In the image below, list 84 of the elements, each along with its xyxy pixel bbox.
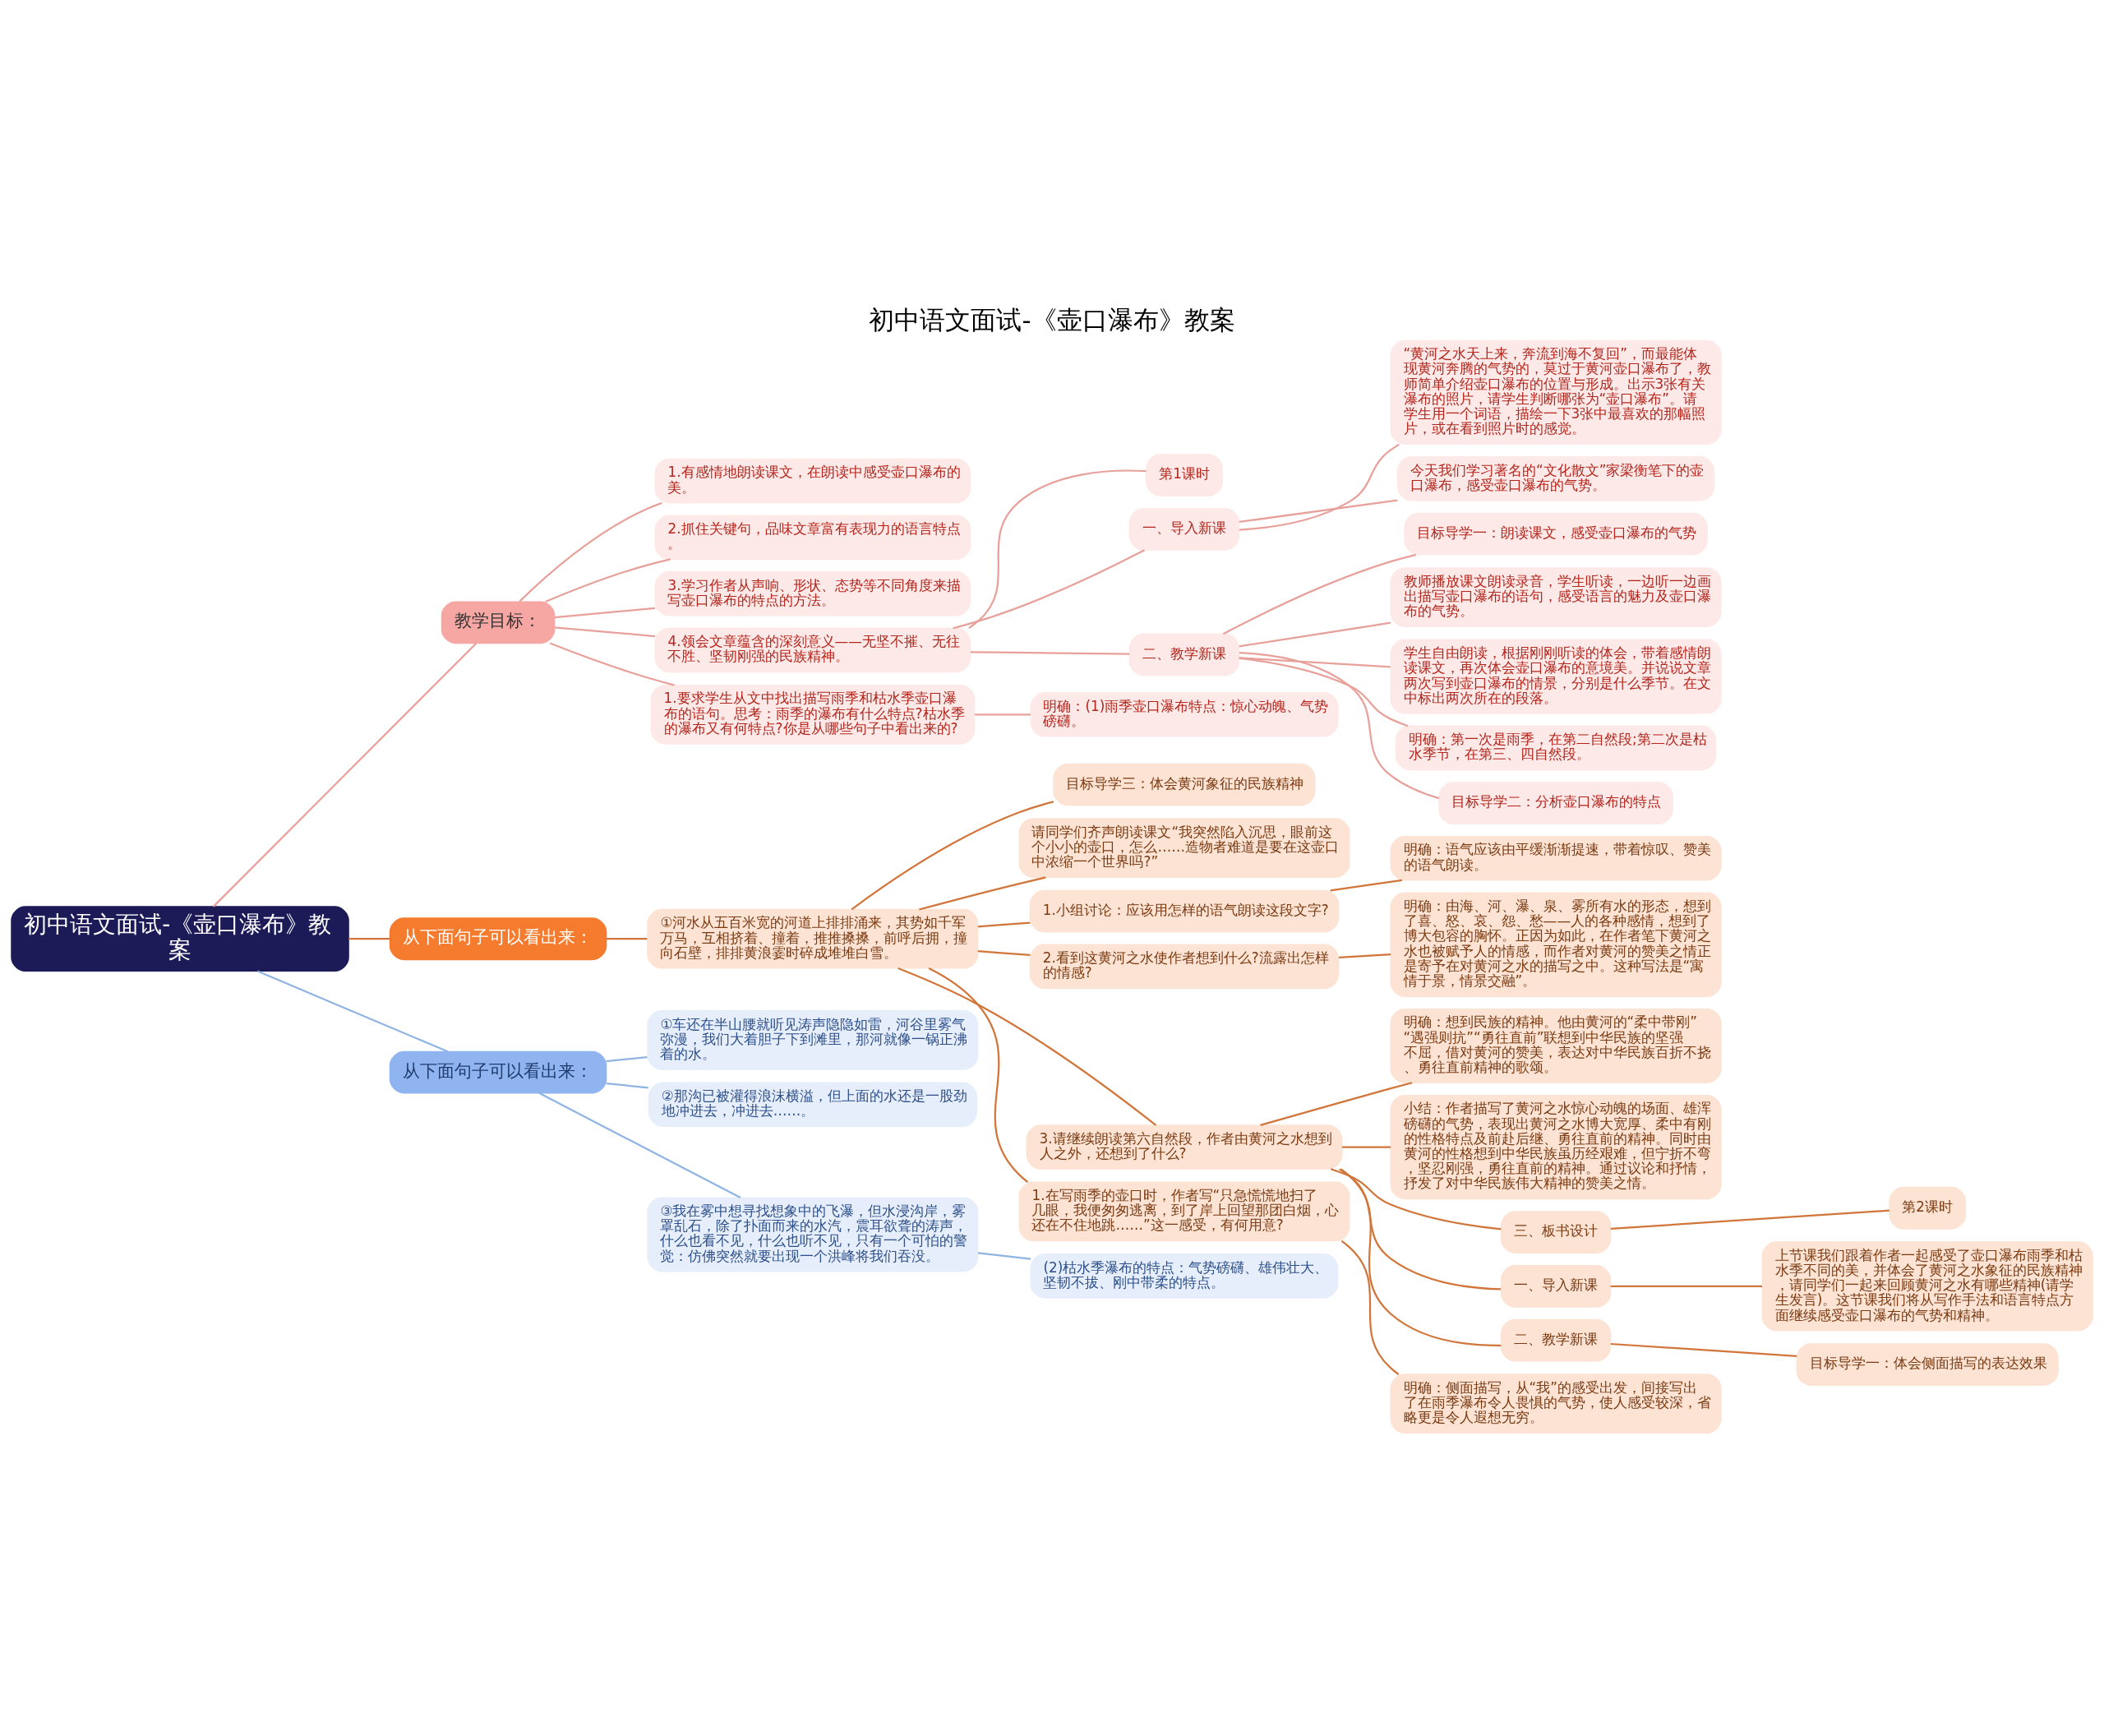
node-box: 4.领会文章蕴含的深刻意义——无坚不摧、无往不胜、坚韧刚强的民族精神。 [654, 627, 971, 672]
node-box: 请同学们齐声朗读课文“我突然陷入沉思，眼前这个小小的壶口，怎么……造物者难道是要在这壶口中浓缩一个世界吗?” [1018, 817, 1350, 878]
connector [257, 970, 449, 1052]
connector [1330, 879, 1403, 891]
connector [968, 469, 1147, 629]
connector [554, 607, 656, 618]
node-box: 1.要求学生从文中找出描写雨季和枯水季壶口瀑布的语句。思考：雨季的瀑布有什么特点?枯水季的瀑布又有何特点?你是从哪些句子中看出来的? [650, 684, 976, 745]
connector [554, 626, 656, 637]
connector [1338, 1167, 1502, 1290]
connector [1239, 651, 1440, 799]
connector [1239, 498, 1398, 523]
node-box: 明确：(1)雨季壶口瀑布特点：惊心动魄、气势磅礴。 [1030, 691, 1339, 737]
connector [1338, 953, 1391, 958]
node-box: 三、板书设计 [1500, 1210, 1612, 1254]
node-box: 1.有感情地朗读课文，在朗读中感受壶口瀑布的美。 [654, 458, 971, 503]
node-box: 1.小组讨论：应该用怎样的语气朗读这段文字? [1029, 889, 1340, 933]
connector [975, 713, 1031, 715]
node-box: 目标导学二：分析壶口瀑布的特点 [1438, 781, 1673, 824]
node-box: ①车还在半山腰就听见涛声隐隐如雷，河谷里雾气弥漫，我们大着胆子下到滩里，那河就像一锅正沸着的水。 [647, 1009, 979, 1070]
connector [606, 1082, 648, 1088]
node-box: 一、导入新课 [1128, 507, 1240, 551]
node-box: 从下面句子可以看出来： [389, 1050, 607, 1093]
connector [538, 1092, 741, 1198]
node-box: (2)枯水季瀑布的特点：气势磅礴、雄伟壮大、坚韧不拔、刚中带柔的特点。 [1030, 1253, 1339, 1299]
connector [549, 642, 675, 686]
node-box: 明确：由海、河、瀑、泉、雾所有水的形态，想到了喜、怒、哀、怨、愁——人的各种感情，想到了博大包容的胸怀。正因为如此，在作者笔下黄河之水也被赋予人的情感，而作者对黄河的赞美之情正是寄予在对黄河之水的描写之中。这种写法是“寓情于景，情景交融”。 [1390, 892, 1722, 997]
node-box: 3.请继续朗读第六自然段，作者由黄河之水想到人之外，还想到了什么? [1026, 1124, 1343, 1170]
node-box: ③我在雾中想寻找想象中的飞瀑，但水浸沟岸，雾罩乱石，除了扑面而来的水汽，震耳欲聋的涛声，什么也看不见，什么也听不见，只有一个可怕的警觉：仿佛突然就要出现一个洪峰将我们吞没。 [647, 1196, 979, 1272]
node-box: 第2课时 [1889, 1186, 1967, 1230]
diagram-title: 初中语文面试-《壶口瀑布》教案 [869, 304, 1235, 335]
connector [1610, 1209, 1889, 1230]
node-box: 上节课我们跟着作者一起感受了壶口瀑布雨季和枯水季不同的美，并体会了黄河之水象征的民族精神，请同学们一起来回顾黄河之水有哪些精神(请学生发言)。这节课我们将从写作手法和语言特点方面继续感受壶口瀑布的气势和精神。 [1761, 1240, 2093, 1332]
node-box: 今天我们学习著名的“文化散文”家梁衡笔下的壶口瀑布，感受壶口瀑布的气势。 [1396, 455, 1715, 501]
node-box: 学生自由朗读，根据刚刚听读的体会，带着感情朗读课文，再次体会壶口瀑布的意境美。并说说文章两次写到壶口瀑布的情景，分别是什么季节。在文中标出两次所在的段落。 [1390, 639, 1722, 714]
node-box: 3.学习作者从声响、形状、态势等不同角度来描写壶口瀑布的特点的方法。 [654, 570, 971, 616]
connector [1610, 1285, 1762, 1287]
connector [1610, 1342, 1797, 1357]
connector [606, 937, 648, 940]
connector [1340, 1168, 1502, 1346]
node-box: 明确：语气应该由平缓渐渐提速，带着惊叹、赞美的语气朗读。 [1390, 835, 1722, 881]
connector [851, 800, 1054, 910]
connector [977, 921, 1031, 927]
connector [1239, 621, 1391, 647]
connector [953, 548, 1146, 629]
node-box: 教学目标： [441, 600, 556, 644]
node-box: 教师播放课文朗读录音，学生听读，一边听一边画出描写壶口瀑布的语句，感受语言的魅力及壶口瀑布的气势。 [1390, 566, 1722, 627]
node-box: 目标导学一：体会侧面描写的表达效果 [1796, 1342, 2059, 1386]
node-box: 二、教学新课 [1500, 1318, 1612, 1362]
connector [1222, 553, 1417, 635]
node-box: “黄河之水天上来，奔流到海不复回”，而最能体现黄河奔腾的气势的，莫过于黄河壶口瀑布了，教师简单介绍壶口瀑布的位置与形成。出示3张有关瀑布的照片，请学生判断哪张为“壶口瀑布”。请学生用一个词语，描绘一下3张中最喜欢的那幅照片，或在看到照片时的感觉。 [1390, 339, 1722, 445]
node-box: 明确：第一次是雨季，在第二自然段;第二次是枯水季节，在第三、四自然段。 [1395, 725, 1717, 770]
connector [977, 1251, 1031, 1260]
node-box: 二、教学新课 [1128, 633, 1240, 676]
node-box: 目标导学一：朗读课文，感受壶口瀑布的气势 [1404, 512, 1708, 555]
node-box: 从下面句子可以看出来： [389, 916, 607, 960]
connector [1239, 656, 1391, 667]
node-box: 2.看到这黄河之水使作者想到什么?流露出怎样的情感? [1029, 944, 1340, 989]
connector [970, 650, 1130, 655]
node-box: 1.在写雨季的壶口时，作者写“只急慌慌地扫了几眼，我便匆匆逃离，到了岸上回望那团白烟，心还在不住地跳……”这一感受，有何用意? [1018, 1181, 1350, 1241]
connector [1260, 1081, 1413, 1126]
connector [1340, 1240, 1400, 1375]
connector [606, 1055, 648, 1062]
connector [977, 949, 1031, 956]
node-box: ②那沟已被灌得浪沫横溢，但上面的水还是一股劲地冲进去，冲进去……。 [648, 1082, 977, 1127]
connector [1239, 443, 1400, 531]
node-box: 第1课时 [1146, 453, 1223, 496]
connector [1341, 1145, 1391, 1148]
connector [928, 967, 1029, 1183]
connector [897, 967, 1157, 1126]
connector [545, 557, 671, 603]
connector [919, 875, 1046, 911]
connector [1330, 1167, 1502, 1230]
node-box: 明确：侧面描写，从“我”的感受出发，间接写出了在雨季瀑布令人畏惧的气势，使人感受较深，省略更是令人遐想无穷。 [1390, 1373, 1722, 1434]
node-box: 目标导学三：体会黄河象征的民族精神 [1053, 763, 1316, 806]
connector [212, 642, 478, 907]
node-box: ①河水从五百米宽的河道上排排涌来，其势如千军万马，互相挤着、撞着，推推搡搡，前呼后拥，撞向石壁，排排黄浪霎时碎成堆堆白雪。 [647, 908, 979, 969]
node-box: 小结：作者描写了黄河之水惊心动魄的场面、雄浑磅礴的气势，表现出黄河之水博大宽厚、柔中有刚的性格特点及前赴后继、勇往直前的精神。同时由黄河的性格想到中华民族虽历经艰难，但宁折不弯，坚忍刚强，勇往直前的精神。通过议论和抒情，抒发了对中华民族伟大精神的赞美之情。 [1390, 1094, 1722, 1199]
connector [1239, 657, 1409, 727]
node-box: 初中语文面试-《壶口瀑布》教案 [11, 905, 349, 972]
connector [348, 937, 390, 940]
node-box: 明确：想到民族的精神。他由黄河的“柔中带刚”“遇强则抗”“勇往直前”联想到中华民族的坚强不屈，借对黄河的赞美，表达对中华民族百折不挠、勇往直前精神的歌颂。 [1390, 1008, 1722, 1083]
node-box: 2.抓住关键句，品味文章富有表现力的语言特点。 [654, 514, 971, 560]
connector [519, 501, 662, 602]
node-box: 一、导入新课 [1500, 1264, 1612, 1308]
